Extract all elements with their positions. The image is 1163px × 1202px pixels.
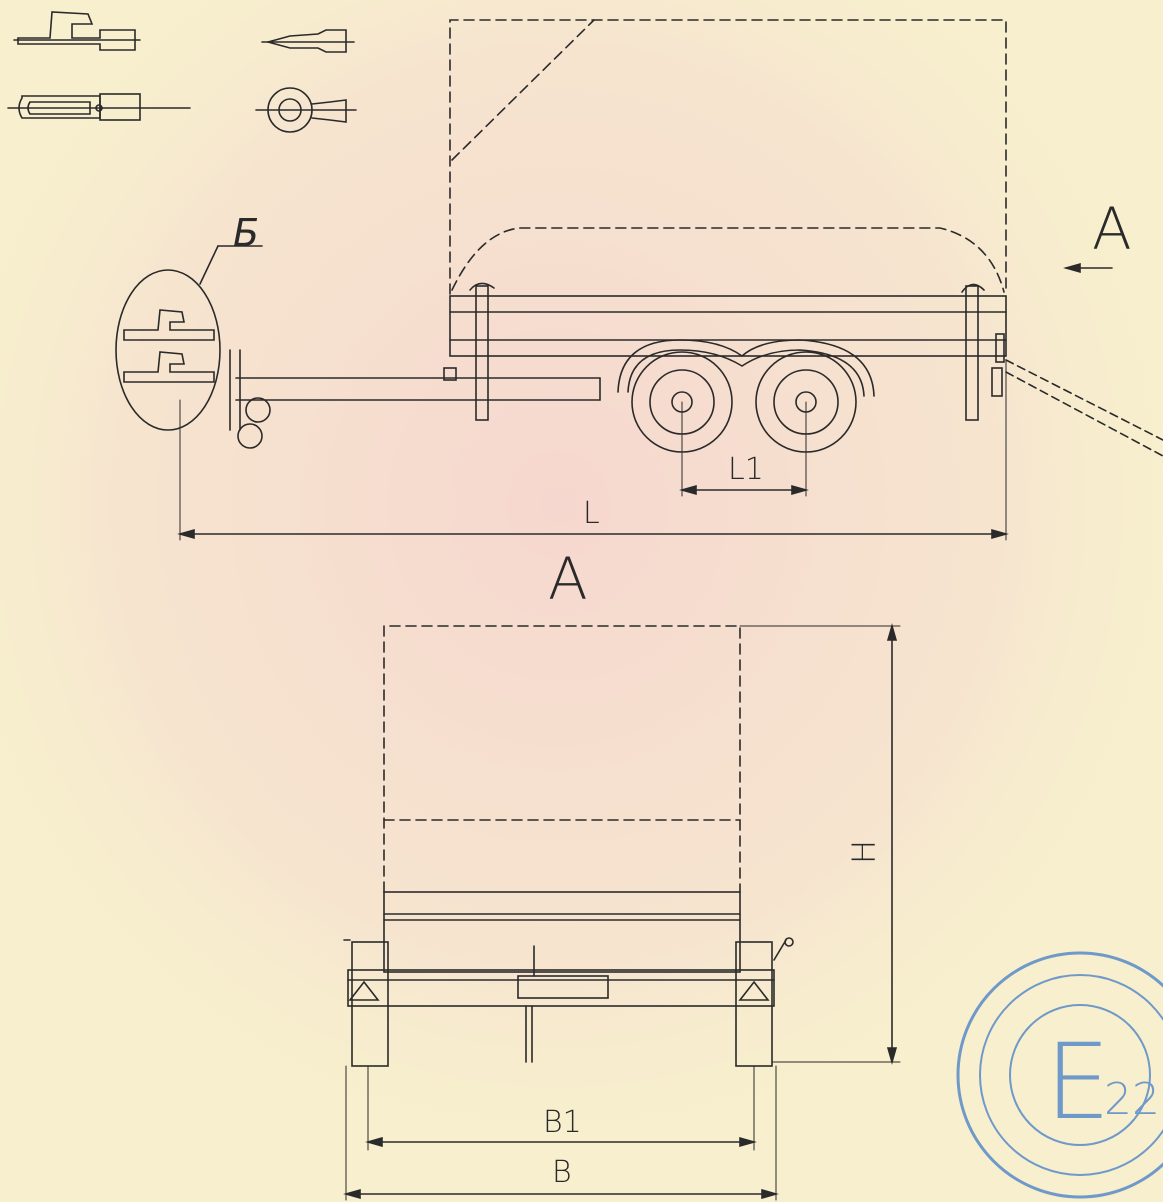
width-dimension-label: B bbox=[552, 1155, 572, 1190]
detail-label: Б bbox=[233, 211, 260, 255]
stamp-code-letter: E bbox=[1045, 1021, 1111, 1143]
detail-b-callout bbox=[115, 245, 263, 431]
length-dimension-label: L bbox=[583, 496, 600, 531]
view-direction-label: А bbox=[1092, 195, 1132, 263]
eye-coupling-side-icon bbox=[261, 29, 355, 53]
track-dimension-label: B1 bbox=[543, 1105, 582, 1140]
coupling-top-view-icon bbox=[7, 93, 191, 121]
certification-stamp bbox=[956, 951, 1163, 1199]
height-dimension-label: H bbox=[845, 839, 884, 865]
dimension-lines-side bbox=[177, 262, 1113, 541]
dimension-lines-rear bbox=[343, 623, 901, 1201]
stamp-code-number: 22 bbox=[1104, 1074, 1160, 1125]
rear-view-title: А bbox=[548, 545, 588, 613]
eye-coupling-top-icon bbox=[255, 87, 357, 133]
wheelbase-dimension-label: L1 bbox=[728, 452, 764, 487]
coupling-side-view-icon bbox=[13, 11, 141, 51]
